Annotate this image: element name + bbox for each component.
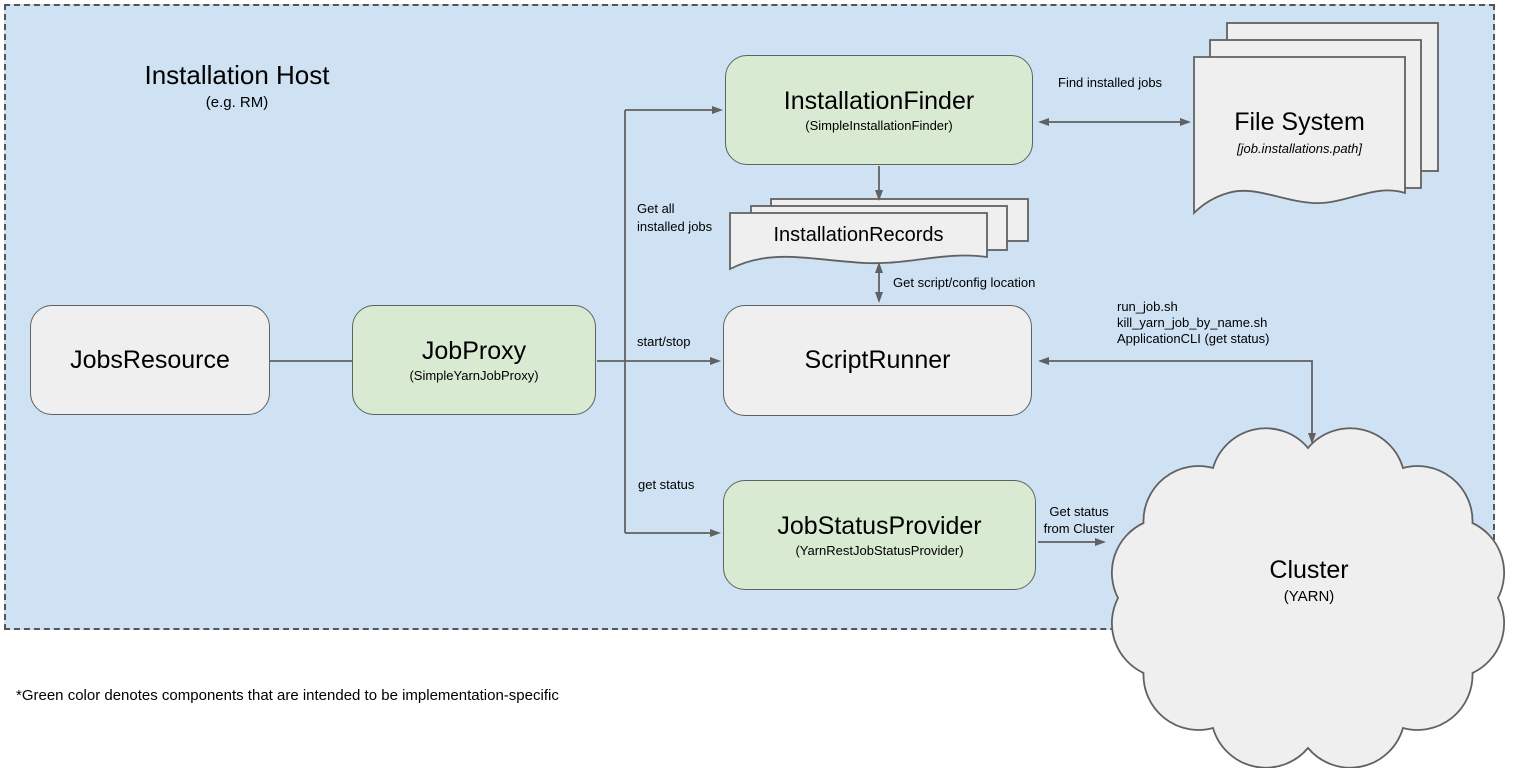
connector-scriptrunner-cluster: [1040, 360, 1313, 442]
cluster-caption: Cluster (YARN): [1098, 556, 1520, 605]
node-job-status-provider: JobStatusProvider (YarnRestJobStatusProv…: [723, 480, 1036, 590]
node-script-runner: ScriptRunner: [723, 305, 1032, 416]
arrowhead-into-cluster-top: [1308, 433, 1316, 444]
job-proxy-label: JobProxy: [421, 337, 527, 365]
edge-label-find-installed-jobs: Find installed jobs: [1058, 75, 1163, 90]
footnote-green-color-note: *Green color denotes components that are…: [16, 687, 559, 704]
file-system-sublabel: [job.installations.path]: [1236, 141, 1363, 156]
arrowhead-into-records-bottom: [875, 262, 883, 273]
script-runner-label: ScriptRunner: [804, 346, 951, 374]
file-system-front-page: [1193, 56, 1406, 216]
cluster-sublabel: (YARN): [1283, 588, 1335, 605]
cloud-outline: [1111, 427, 1505, 768]
edge-label-get-status: get status: [638, 477, 695, 492]
node-installation-finder: InstallationFinder (SimpleInstallationFi…: [725, 55, 1033, 165]
edge-label-script-line3: ApplicationCLI (get status): [1117, 331, 1270, 346]
edge-label-start-stop: start/stop: [637, 334, 691, 349]
cluster-label: Cluster: [1269, 556, 1349, 584]
edge-label-get-status-cluster-line1: Get status: [1049, 504, 1109, 519]
edge-label-get-all-installed-jobs: Get all installed jobs: [637, 200, 712, 236]
edge-label-get-status-from-cluster: Get status from Cluster: [1038, 503, 1120, 537]
arrowhead-into-scriptrunner-left: [710, 357, 721, 365]
connector-lines: [270, 109, 1313, 543]
arrowhead-into-filesystem: [1180, 118, 1191, 126]
cluster-cloud-shape: [1111, 427, 1505, 768]
arrowhead-into-scriptrunner-top: [875, 292, 883, 303]
job-proxy-sublabel: (SimpleYarnJobProxy): [409, 368, 539, 383]
edge-label-script-line1: run_job.sh: [1117, 299, 1178, 314]
file-system-caption: File System [job.installations.path]: [1194, 108, 1405, 156]
edge-label-script-line2: kill_yarn_job_by_name.sh: [1117, 315, 1268, 330]
file-system-label: File System: [1234, 108, 1365, 136]
arrowheads: [710, 106, 1316, 546]
installation-host-title-block: Installation Host (e.g. RM): [82, 60, 392, 111]
edge-label-get-status-cluster-line2: from Cluster: [1043, 521, 1115, 536]
arrowhead-into-jobstatusprovider: [710, 529, 721, 537]
installation-host-title: Installation Host: [144, 60, 330, 90]
arrowhead-into-scriptrunner-right: [1038, 357, 1049, 365]
installation-records-document-shape: [729, 198, 1029, 271]
edge-label-get-all-line2: installed jobs: [637, 219, 713, 234]
installation-host-subtitle: (e.g. RM): [205, 94, 269, 111]
arrowhead-into-cluster-left: [1095, 538, 1106, 546]
installation-records-label: InstallationRecords: [773, 224, 944, 246]
arrowhead-into-installationfinder-right: [1038, 118, 1049, 126]
job-status-provider-sublabel: (YarnRestJobStatusProvider): [795, 543, 964, 558]
node-job-proxy: JobProxy (SimpleYarnJobProxy): [352, 305, 596, 415]
edge-label-get-all-line1: Get all: [637, 201, 675, 216]
edge-label-scripts: run_job.sh kill_yarn_job_by_name.sh Appl…: [1117, 299, 1269, 347]
arrowhead-into-installationfinder: [712, 106, 723, 114]
installation-finder-label: InstallationFinder: [783, 87, 975, 115]
file-system-document-shape: [1193, 22, 1439, 216]
job-status-provider-label: JobStatusProvider: [777, 512, 982, 540]
installation-records-front-page: [729, 212, 988, 271]
jobs-resource-label: JobsResource: [70, 345, 230, 374]
installation-finder-sublabel: (SimpleInstallationFinder): [805, 118, 953, 133]
edge-label-get-script-config-location: Get script/config location: [893, 275, 1036, 290]
node-jobs-resource: JobsResource: [30, 305, 270, 415]
arrowhead-into-records-top: [875, 190, 883, 201]
